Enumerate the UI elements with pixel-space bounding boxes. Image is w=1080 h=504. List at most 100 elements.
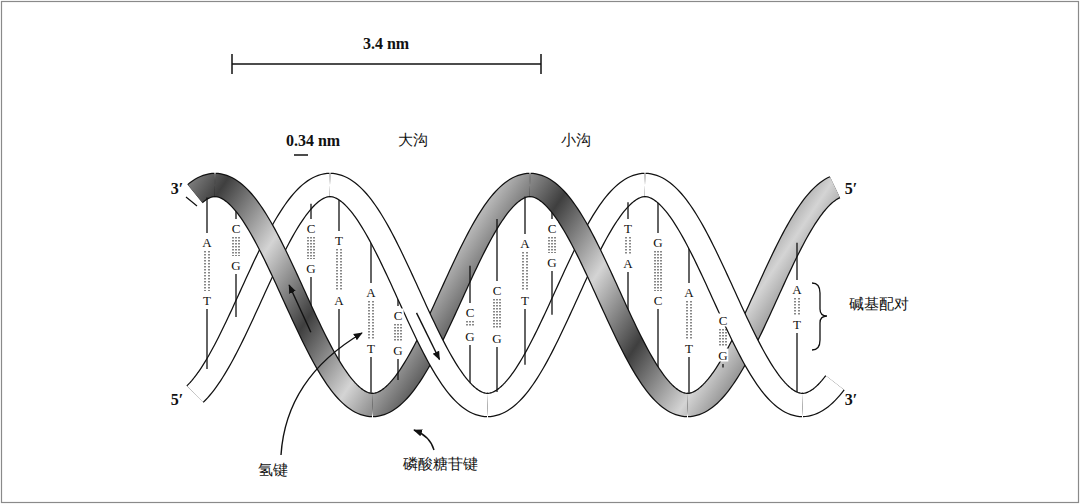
base-letter: T bbox=[684, 342, 694, 355]
hydrogen-bond-dots bbox=[687, 301, 688, 339]
strand-direction-arrow bbox=[417, 313, 440, 360]
base-pair-line bbox=[524, 309, 525, 365]
base-pair-lines bbox=[205, 197, 799, 394]
base-letter: C bbox=[465, 306, 476, 319]
scale-bar-tick bbox=[540, 54, 542, 74]
base-letter: C bbox=[492, 284, 503, 297]
light-backbone-strand-edge bbox=[645, 185, 803, 405]
hydrogen-bond-dots bbox=[691, 301, 692, 339]
hydrogen-bond-dots bbox=[311, 237, 312, 259]
light-backbone-strand-edge bbox=[330, 185, 488, 405]
hydrogen-bond-dots bbox=[236, 237, 237, 256]
base-letter: G bbox=[230, 259, 241, 272]
hydrogen-bond-dots bbox=[239, 237, 240, 256]
rise-scale-bar bbox=[294, 154, 308, 156]
base-letter: C bbox=[547, 222, 558, 235]
hydrogen-bond-dots bbox=[799, 298, 800, 315]
hydrogen-bond-dots bbox=[626, 237, 627, 254]
base-pair-line bbox=[496, 347, 497, 392]
base-letter: A bbox=[365, 286, 376, 299]
hydrogen-bond-dots bbox=[555, 237, 556, 253]
hydrogen-bond-dots bbox=[630, 237, 631, 254]
base-pair-line bbox=[397, 359, 398, 380]
base-letter: T bbox=[623, 222, 633, 235]
back-strand-segments bbox=[195, 185, 835, 405]
base-letter: G bbox=[717, 349, 728, 362]
base-pair-line bbox=[469, 345, 470, 387]
strand-end-label: 3′ bbox=[845, 391, 858, 409]
hydrogen-bond-dots bbox=[549, 237, 550, 253]
light-backbone-strand bbox=[330, 185, 488, 405]
hydrogen-bond-dots bbox=[795, 298, 796, 315]
hydrogen-bond-dots bbox=[523, 252, 524, 291]
strand-end-label: 5′ bbox=[171, 391, 184, 409]
hydrogen-bond-dots bbox=[467, 321, 468, 327]
base-letter: A bbox=[519, 237, 530, 250]
base-letter: A bbox=[201, 236, 212, 249]
base-letter: A bbox=[791, 283, 802, 296]
base-letter: C bbox=[231, 222, 242, 235]
base-letter: C bbox=[718, 314, 729, 327]
hydrogen-bond-dots bbox=[398, 324, 399, 341]
base-letter: T bbox=[366, 342, 376, 355]
dimension-label: 3.4 nm bbox=[363, 35, 409, 53]
light-backbone-strand bbox=[645, 185, 803, 405]
dark-backbone-strand-edge bbox=[530, 185, 688, 405]
base-letter: T bbox=[202, 294, 212, 307]
hydrogen-bond-dots bbox=[658, 251, 659, 291]
hydrogen-bond-dots bbox=[341, 249, 342, 291]
base-pair-line bbox=[796, 333, 797, 393]
hydrogen-bond-dots bbox=[314, 237, 315, 259]
scale-bar-tick bbox=[231, 54, 233, 74]
base-pair-line bbox=[688, 357, 689, 394]
base-letter: T bbox=[792, 318, 802, 331]
hydrogen-bond-dots bbox=[205, 251, 206, 291]
base-letter: T bbox=[334, 234, 344, 247]
base-letter: G bbox=[305, 262, 316, 275]
dark-backbone-strand bbox=[215, 185, 373, 405]
callout-label: 碱基配对 bbox=[849, 296, 909, 313]
hydrogen-bond-dots bbox=[497, 299, 498, 329]
hydrogen-bond-dots bbox=[470, 321, 471, 327]
front-strand-segments bbox=[215, 185, 803, 405]
hydrogen-bond-dots bbox=[552, 237, 553, 253]
base-letter: A bbox=[683, 286, 694, 299]
strand-end-label: 5′ bbox=[845, 180, 858, 198]
hydrogen-bond-dots bbox=[209, 251, 210, 291]
dark-backbone-strand bbox=[530, 185, 688, 405]
base-pair-line bbox=[235, 274, 236, 317]
hydrogen-bond-dots bbox=[720, 329, 721, 346]
base-pair-line bbox=[370, 357, 371, 394]
base-letter: C bbox=[306, 222, 317, 235]
base-pair-line bbox=[338, 198, 339, 231]
hydrogen-bond-dots bbox=[369, 301, 370, 339]
scale-bar bbox=[232, 54, 541, 155]
base-pair-line bbox=[722, 364, 723, 368]
hydrogen-bond-dots bbox=[723, 329, 724, 346]
base-letter: G bbox=[546, 256, 557, 269]
dimension-label: 0.34 nm bbox=[286, 132, 340, 150]
hydrogen-bond-dots bbox=[473, 321, 474, 327]
base-letter: C bbox=[393, 309, 404, 322]
leader-arrow bbox=[281, 333, 362, 455]
hydrogen-bond-dots bbox=[401, 324, 402, 341]
scale-bar-line bbox=[232, 63, 541, 65]
base-letter: G bbox=[652, 236, 663, 249]
base-letter: G bbox=[464, 330, 475, 343]
hydrogen-bond-dots bbox=[373, 301, 374, 339]
dark-backbone-strand-edge bbox=[215, 185, 373, 405]
bracket bbox=[812, 283, 827, 350]
hydrogen-bond-dots bbox=[494, 299, 495, 329]
base-pair-line bbox=[206, 197, 207, 233]
end-pointer-line bbox=[186, 197, 197, 206]
hydrogen-bond-dots bbox=[527, 252, 528, 291]
base-pair-line bbox=[469, 266, 470, 303]
groove-label: 小沟 bbox=[561, 132, 591, 149]
light-backbone-strand-edge bbox=[803, 383, 836, 405]
light-backbone-strand bbox=[803, 383, 836, 405]
hydrogen-bond-dots bbox=[661, 251, 662, 291]
base-pair-line bbox=[627, 202, 628, 219]
base-pair-line bbox=[310, 204, 311, 219]
